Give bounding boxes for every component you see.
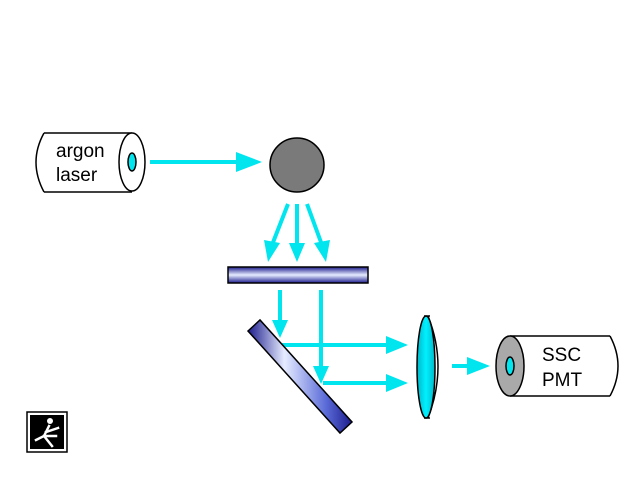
laser-aperture-icon (127, 152, 137, 172)
particle-sphere-icon (269, 137, 325, 193)
detector-label-line1: SSC (542, 345, 581, 366)
laser-label-line2: laser (56, 165, 98, 186)
argon-laser: argon laser (35, 132, 146, 193)
ssc-pmt-detector: SSC PMT (495, 335, 619, 397)
walking-figure-logo-icon (26, 411, 68, 453)
light-beams (150, 152, 490, 392)
dichroic-mirror (246, 318, 354, 435)
laser-label-line1: argon (56, 141, 105, 162)
collecting-lens (416, 315, 439, 419)
pmt-aperture-icon (505, 356, 515, 376)
detector-label-line2: PMT (542, 370, 583, 391)
optical-filter (227, 266, 369, 284)
